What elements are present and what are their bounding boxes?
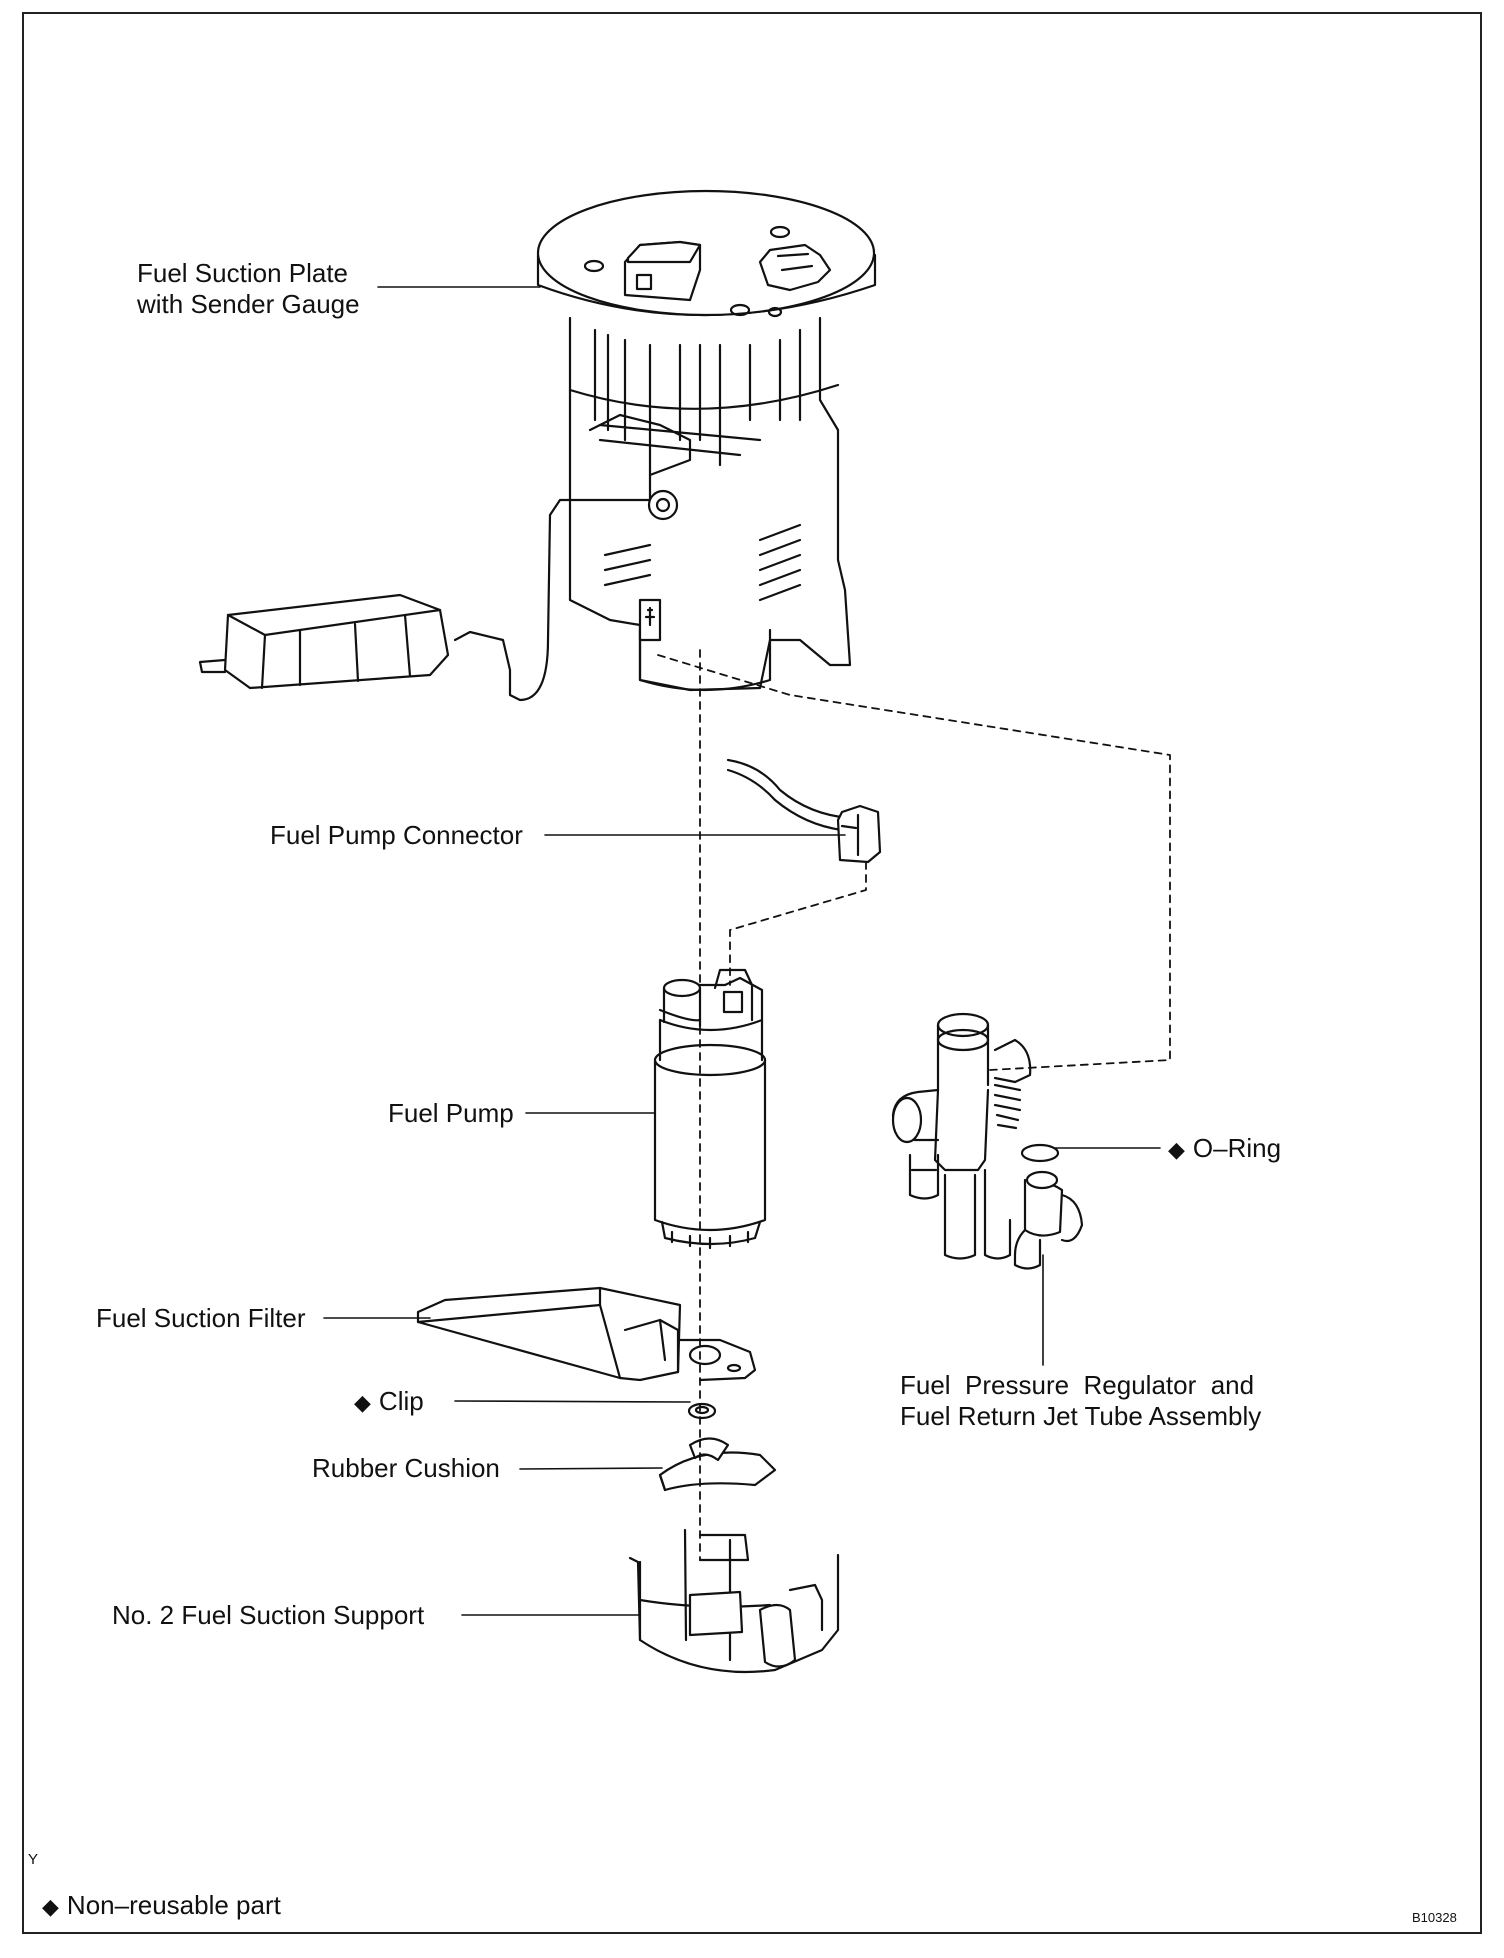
fuel-suction-filter-part <box>416 1286 757 1382</box>
legend: ◆ Non–reusable part <box>42 1890 281 1922</box>
label-fuel-suction-plate-line1: Fuel Suction Plate <box>137 258 349 288</box>
label-o-ring: ◆ O–Ring <box>1168 1133 1281 1165</box>
assembly-lines <box>657 649 1171 1561</box>
non-reusable-diamond-icon: ◆ <box>1168 1137 1185 1162</box>
o-ring-part <box>1020 1143 1060 1163</box>
fuel-suction-plate-part <box>198 189 877 702</box>
fuel-suction-support-part <box>628 1528 840 1674</box>
label-fuel-pressure-regulator-line1: Fuel Pressure Regulator and <box>900 1370 1255 1400</box>
label-fuel-pressure-regulator-line2: Fuel Return Jet Tube Assembly <box>900 1401 1262 1431</box>
leader-lines <box>323 286 1161 1616</box>
label-no2-fuel-suction-support: No. 2 Fuel Suction Support <box>112 1600 425 1630</box>
label-fuel-suction-filter: Fuel Suction Filter <box>96 1303 306 1333</box>
label-fuel-pump: Fuel Pump <box>388 1098 514 1128</box>
label-clip-text: Clip <box>378 1386 424 1416</box>
label-o-ring-text: O–Ring <box>1192 1133 1282 1163</box>
label-rubber-cushion: Rubber Cushion <box>312 1453 500 1483</box>
legend-text: Non–reusable part <box>66 1890 281 1920</box>
label-clip: ◆ Clip <box>354 1386 424 1418</box>
non-reusable-diamond-icon: ◆ <box>354 1390 371 1415</box>
label-fuel-pressure-regulator: Fuel Pressure Regulator and Fuel Return … <box>900 1370 1261 1432</box>
figure-frame <box>22 12 1482 1934</box>
rubber-cushion-part <box>658 1437 777 1492</box>
non-reusable-diamond-icon: ◆ <box>42 1894 59 1919</box>
figure-code: B10328 <box>1412 1910 1457 1925</box>
fuel-pump-connector-part <box>726 758 882 864</box>
clip-part <box>687 1402 717 1420</box>
fuel-pressure-regulator-part <box>891 1012 1084 1270</box>
fuel-pump-part <box>653 968 767 1250</box>
label-fuel-suction-plate-line2: with Sender Gauge <box>137 289 360 319</box>
label-fuel-pump-connector: Fuel Pump Connector <box>270 820 523 850</box>
label-fuel-suction-plate: Fuel Suction Plate with Sender Gauge <box>137 258 360 320</box>
corner-letter: Y <box>28 1851 39 1868</box>
